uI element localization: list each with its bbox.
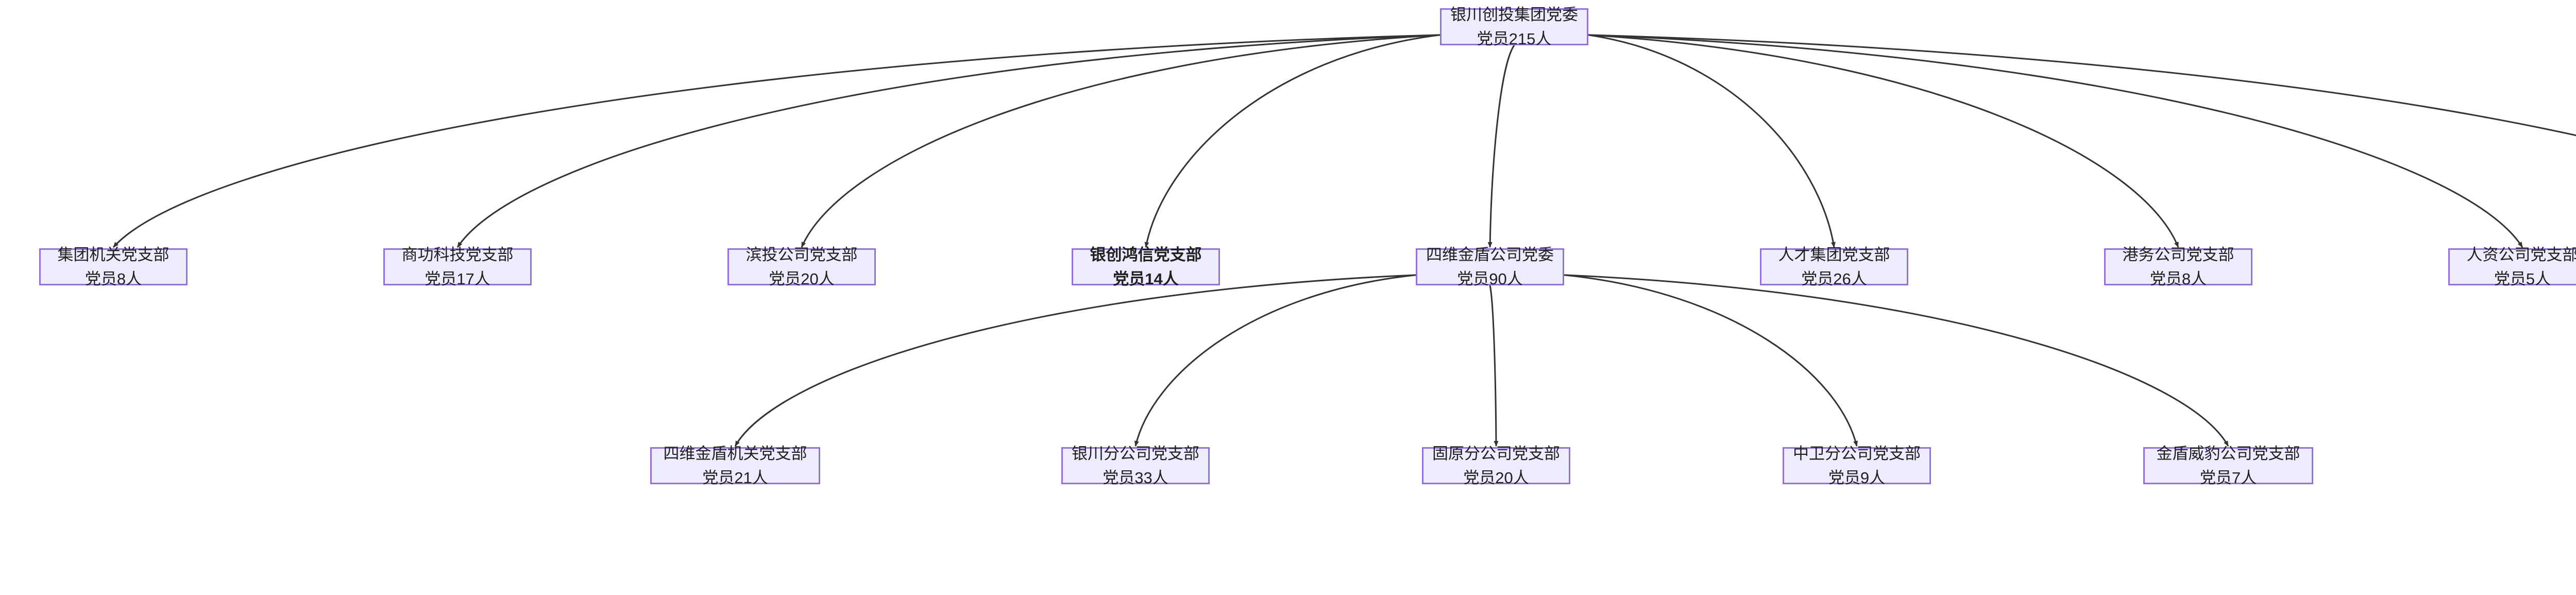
org-node-title: 金盾威豹公司党支部 — [2156, 444, 2300, 463]
org-edge-root-to-n1 — [112, 34, 1440, 248]
org-node-member-count: 党员33人 — [1103, 469, 1168, 487]
edge-paths — [112, 34, 2576, 447]
org-edge-root-to-n9 — [1588, 34, 2576, 137]
org-node-member-count: 党员21人 — [702, 469, 768, 487]
org-node-title: 四维金盾公司党委 — [1426, 245, 1554, 264]
org-node-member-count: 党员215人 — [1477, 30, 1552, 48]
org-node-n7[interactable]: 港务公司党支部党员8人 — [2104, 246, 2252, 288]
org-node-n1[interactable]: 集团机关党支部党员8人 — [39, 246, 188, 288]
org-node-n2[interactable]: 商功科技党支部党员17人 — [383, 246, 532, 288]
org-edge-root-to-n7 — [1588, 34, 2179, 248]
org-edge-n5-to-c5 — [1564, 274, 2229, 447]
org-edge-n5-to-c2 — [1134, 274, 1416, 447]
org-node-member-count: 党员90人 — [1457, 270, 1523, 288]
org-node-title: 集团机关党支部 — [57, 245, 170, 264]
org-node-title: 港务公司党支部 — [2122, 245, 2234, 264]
org-node-member-count: 党员20人 — [1463, 469, 1529, 487]
org-node-n4[interactable]: 银创鸿信党支部党员14人 — [1072, 246, 1220, 288]
org-node-title: 人才集团党支部 — [1778, 245, 1890, 264]
org-node-member-count: 党员8人 — [84, 270, 142, 288]
org-node-member-count: 党员14人 — [1113, 270, 1179, 288]
org-node-c1[interactable]: 四维金盾机关党支部党员21人 — [650, 445, 820, 487]
org-edge-root-to-n5 — [1487, 45, 1515, 248]
org-node-title: 固原分公司党支部 — [1432, 444, 1560, 463]
org-node-title: 商功科技党支部 — [401, 245, 514, 264]
org-node-c4[interactable]: 中卫分公司党支部党员9人 — [1783, 445, 1931, 487]
org-node-member-count: 党员5人 — [2494, 270, 2551, 288]
org-node-title: 中卫分公司党支部 — [1793, 444, 1921, 463]
org-node-title: 银川分公司党支部 — [1072, 444, 1199, 463]
org-node-root[interactable]: 银川创投集团党委党员215人 — [1440, 6, 1588, 48]
org-node-c2[interactable]: 银川分公司党支部党员33人 — [1061, 445, 1210, 487]
org-node-title: 四维金盾机关党支部 — [663, 444, 807, 463]
org-node-member-count: 党员20人 — [769, 270, 835, 288]
org-node-member-count: 党员9人 — [1828, 469, 1886, 487]
org-edge-n5-to-c3 — [1489, 285, 1499, 447]
org-node-title: 人资公司党支部 — [2466, 245, 2576, 264]
org-node-c5[interactable]: 金盾威豹公司党支部党员7人 — [2143, 445, 2313, 487]
org-edge-root-to-n4 — [1144, 34, 1440, 248]
org-edge-n5-to-c4 — [1564, 274, 1858, 447]
org-node-title: 滨投公司党支部 — [745, 245, 858, 264]
org-node-title: 银川创投集团党委 — [1450, 5, 1578, 24]
org-edge-root-to-n6 — [1588, 34, 1836, 248]
org-node-c3[interactable]: 固原分公司党支部党员20人 — [1422, 445, 1570, 487]
org-node-n8[interactable]: 人资公司党支部党员5人 — [2448, 246, 2576, 288]
org-edge-root-to-n3 — [801, 34, 1440, 248]
org-node-n3[interactable]: 滨投公司党支部党员20人 — [727, 246, 876, 288]
org-node-n6[interactable]: 人才集团党支部党员26人 — [1760, 246, 1908, 288]
org-node-member-count: 党员7人 — [2199, 469, 2257, 487]
org-node-n5[interactable]: 四维金盾公司党委党员90人 — [1416, 246, 1564, 288]
org-node-member-count: 党员26人 — [1801, 270, 1867, 288]
org-node-member-count: 党员8人 — [2149, 270, 2207, 288]
org-node-title: 银创鸿信党支部 — [1090, 245, 1202, 264]
org-edge-root-to-n2 — [456, 34, 1440, 248]
org-node-member-count: 党员17人 — [425, 270, 490, 288]
org-edge-root-to-n8 — [1588, 34, 2523, 248]
org-edge-n5-to-c1 — [734, 274, 1416, 447]
